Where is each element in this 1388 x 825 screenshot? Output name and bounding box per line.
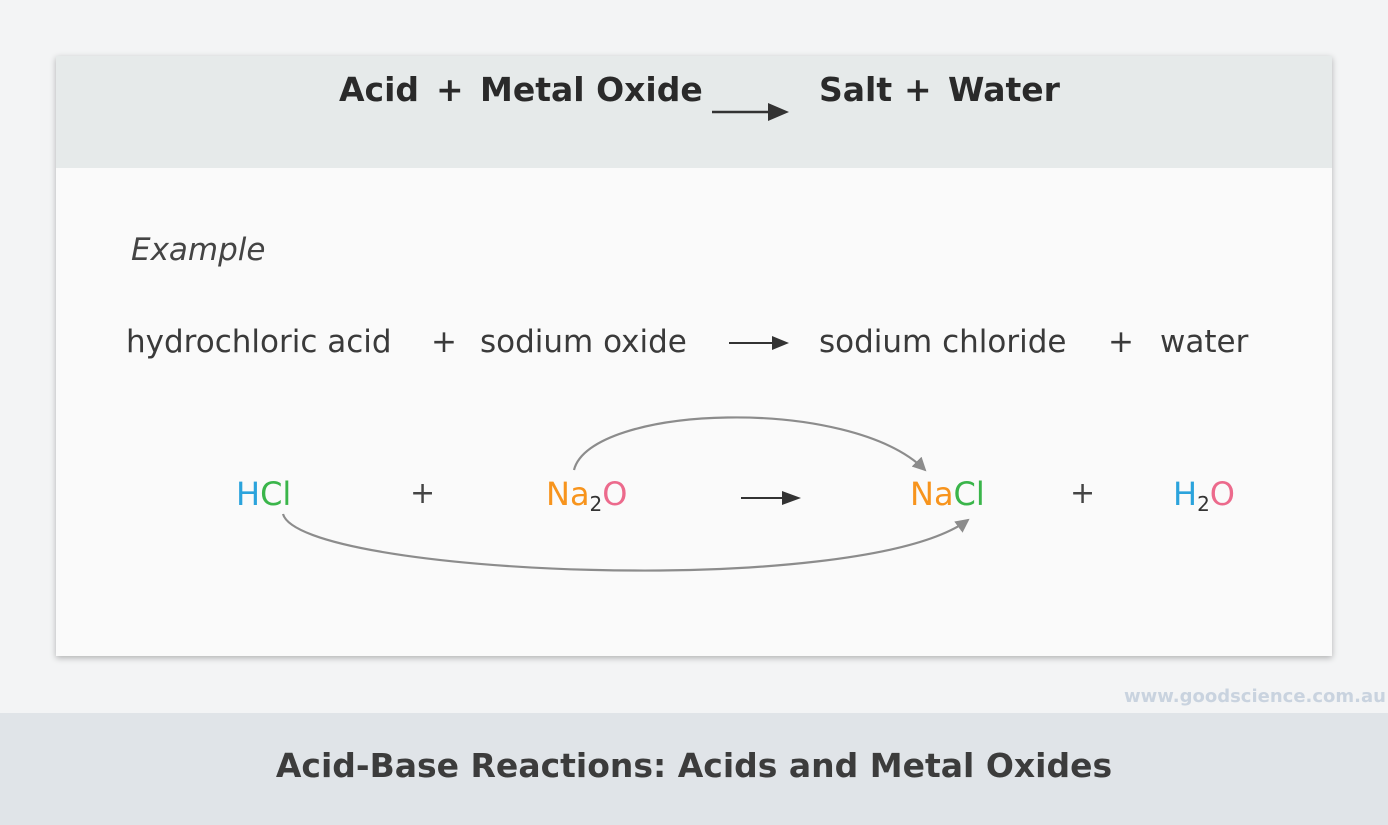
h2o-hydrogen: H bbox=[1173, 475, 1198, 513]
sodium-transfer-curve bbox=[572, 416, 927, 472]
word-reactant-sodium-oxide: sodium oxide bbox=[480, 324, 687, 360]
nacl-sodium: Na bbox=[910, 475, 954, 513]
word-yields-arrow bbox=[729, 336, 789, 350]
general-reactant-acid: Acid bbox=[339, 70, 420, 109]
formula-na2o: Na2O bbox=[546, 474, 627, 524]
example-label: Example bbox=[131, 232, 266, 268]
h2o-subscript: 2 bbox=[1197, 492, 1210, 516]
general-product-water: Water bbox=[948, 70, 1060, 109]
site-watermark: www.goodscience.com.au bbox=[1124, 686, 1386, 707]
chlorine-transfer-curve bbox=[281, 513, 970, 572]
caption-bar bbox=[0, 713, 1388, 825]
general-equation-banner bbox=[56, 56, 1332, 168]
na2o-sodium: Na bbox=[546, 475, 590, 513]
nacl-chlorine: Cl bbox=[953, 475, 985, 513]
hcl-chlorine: Cl bbox=[260, 475, 292, 513]
general-plus-2: + bbox=[904, 70, 932, 109]
formula-nacl: NaCl bbox=[910, 474, 985, 514]
general-product-salt: Salt bbox=[819, 70, 893, 109]
word-reactant-hydrochloric-acid: hydrochloric acid bbox=[126, 324, 392, 360]
equation-card bbox=[56, 56, 1332, 656]
caption-title: Acid-Base Reactions: Acids and Metal Oxi… bbox=[275, 746, 1113, 785]
general-reactant-metal-oxide: Metal Oxide bbox=[480, 70, 703, 109]
word-plus-1: + bbox=[431, 324, 457, 360]
formula-hcl: HCl bbox=[236, 474, 291, 514]
formula-plus-2: + bbox=[1070, 476, 1096, 511]
h2o-oxygen: O bbox=[1209, 475, 1235, 513]
word-plus-2: + bbox=[1108, 324, 1134, 360]
hcl-hydrogen: H bbox=[236, 475, 261, 513]
na2o-subscript: 2 bbox=[589, 492, 603, 516]
general-yields-arrow bbox=[712, 103, 789, 121]
general-plus-1: + bbox=[436, 70, 464, 109]
word-product-water: water bbox=[1160, 324, 1249, 360]
word-product-sodium-chloride: sodium chloride bbox=[819, 324, 1067, 360]
formula-plus-1: + bbox=[410, 476, 436, 511]
formula-h2o: H2O bbox=[1173, 474, 1235, 524]
formula-yields-arrow bbox=[741, 491, 801, 505]
na2o-oxygen: O bbox=[602, 475, 628, 513]
